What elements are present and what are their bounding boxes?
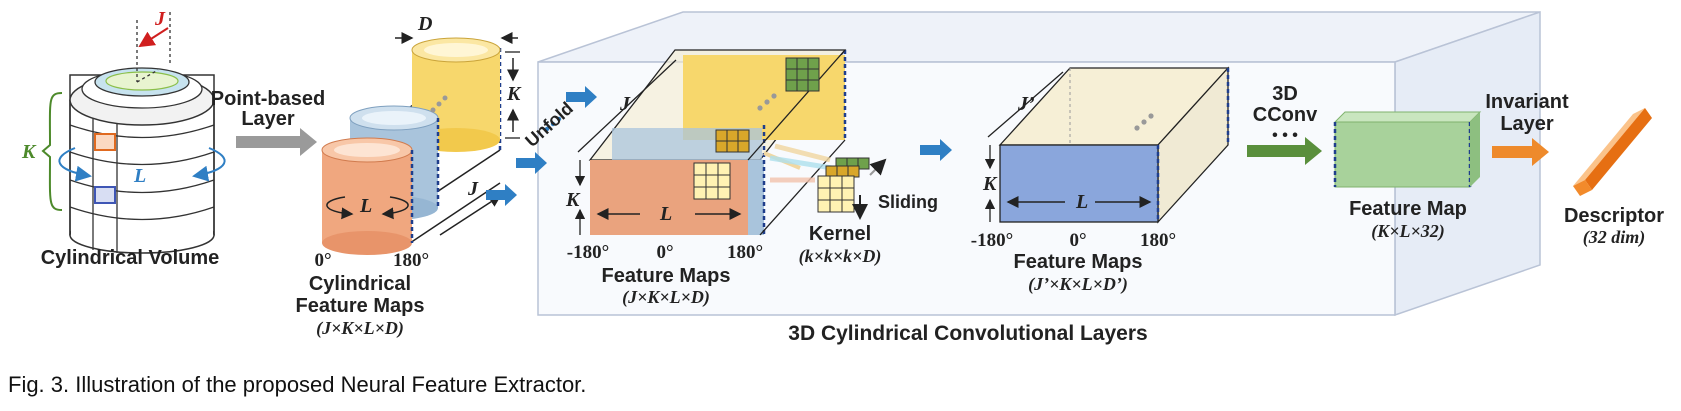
fm2-dim-j: J’ bbox=[1017, 93, 1035, 115]
fm2-dim-l: L bbox=[1075, 191, 1088, 213]
cfm-dim-k: K bbox=[506, 83, 522, 105]
cylindrical-volume-label: Cylindrical Volume bbox=[41, 247, 220, 269]
volume-dim-l: L bbox=[133, 165, 146, 187]
fm1-title: Feature Maps bbox=[602, 265, 731, 287]
point-based-label-1: Point-based bbox=[211, 88, 325, 110]
cfm-dim-d: D bbox=[417, 13, 432, 35]
fm1-angle-neg180: -180° bbox=[567, 242, 609, 263]
point-based-arrow bbox=[236, 128, 317, 156]
descriptor-title: Descriptor bbox=[1564, 205, 1664, 227]
figure-caption: Fig. 3. Illustration of the proposed Neu… bbox=[8, 372, 586, 397]
fm2-angle-180: 180° bbox=[1140, 230, 1176, 251]
kernel-title: Kernel bbox=[809, 223, 871, 245]
cfm-angle-180: 180° bbox=[393, 250, 429, 271]
fmf-dims: (K×L×32) bbox=[1371, 221, 1445, 242]
cconv-label-2: CConv bbox=[1253, 104, 1318, 126]
kernel-sliding: Sliding bbox=[878, 192, 938, 212]
cconv-dots: • • • bbox=[1272, 127, 1298, 144]
cylindrical-volume bbox=[41, 12, 226, 254]
invariant-arrow bbox=[1492, 138, 1549, 166]
to-fm2-arrow bbox=[920, 139, 952, 161]
cfm-angle-0: 0° bbox=[314, 250, 331, 271]
cfm-dim-l: L bbox=[359, 195, 372, 217]
feature-maps-1 bbox=[574, 49, 847, 236]
descriptor-bar bbox=[1573, 108, 1652, 196]
cconv-label-1: 3D bbox=[1272, 83, 1298, 105]
fm1-angle-180: 180° bbox=[727, 242, 763, 263]
cconv-arrow bbox=[1247, 137, 1322, 165]
fmf-title: Feature Map bbox=[1349, 198, 1467, 220]
descriptor-dims: (32 dim) bbox=[1583, 227, 1646, 248]
volume-dim-k: K bbox=[21, 141, 37, 163]
cylindrical-feature-maps bbox=[321, 32, 520, 255]
feature-maps-2 bbox=[984, 66, 1230, 224]
cfm-dim-j: J bbox=[467, 178, 479, 200]
unfold-arrows bbox=[486, 86, 597, 206]
invariant-label-2: Layer bbox=[1500, 113, 1554, 135]
volume-dim-j: J bbox=[154, 8, 166, 30]
cfm-title-1: Cylindrical bbox=[309, 273, 411, 295]
conv-layers-label: 3D Cylindrical Convolutional Layers bbox=[788, 322, 1147, 345]
fm2-angle-0: 0° bbox=[1069, 230, 1086, 251]
fm2-angle-neg180: -180° bbox=[971, 230, 1013, 251]
fm1-dim-l: L bbox=[659, 203, 672, 225]
kernel-cube bbox=[763, 143, 887, 220]
fm2-dim-k: K bbox=[982, 173, 998, 195]
fm1-dims: (J×K×L×D) bbox=[622, 287, 710, 308]
point-based-label-2: Layer bbox=[241, 108, 295, 130]
invariant-label-1: Invariant bbox=[1485, 91, 1569, 113]
kernel-dims: (k×k×k×D) bbox=[799, 246, 882, 267]
fm1-dim-j: J bbox=[619, 93, 631, 115]
fm1-dim-k: K bbox=[565, 189, 581, 211]
cfm-dims: (J×K×L×D) bbox=[316, 318, 404, 339]
fm1-angle-0: 0° bbox=[656, 242, 673, 263]
fm2-dims: (J’×K×L×D’) bbox=[1028, 274, 1128, 295]
feature-map-final bbox=[1333, 111, 1482, 188]
fm2-title: Feature Maps bbox=[1014, 251, 1143, 273]
cfm-title-2: Feature Maps bbox=[296, 295, 425, 317]
